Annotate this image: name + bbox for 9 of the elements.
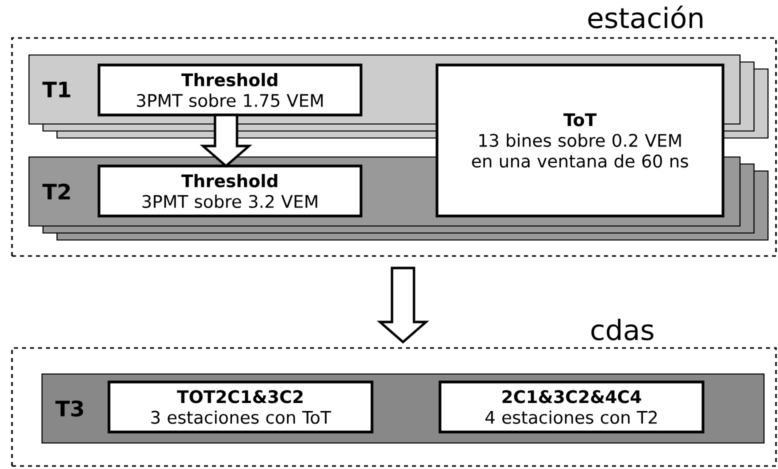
block-arrow: [376, 266, 430, 344]
condition-box: Threshold 3PMT sobre 3.2 VEM: [98, 164, 362, 218]
group-title: cdas: [591, 318, 654, 340]
condition-box: TOT2C1&3C2 3 estaciones con ToT: [108, 380, 374, 434]
group-title: estación: [588, 6, 702, 28]
condition-box: Threshold 3PMT sobre 1.75 VEM: [98, 64, 362, 116]
condition-box: ToT 13 bines sobre 0.2 VEM en una ventana de 60 ns: [436, 64, 724, 218]
condition-box: 2C1&3C2&4C4 4 estaciones con T2: [438, 380, 704, 434]
block-arrow: [200, 114, 252, 168]
